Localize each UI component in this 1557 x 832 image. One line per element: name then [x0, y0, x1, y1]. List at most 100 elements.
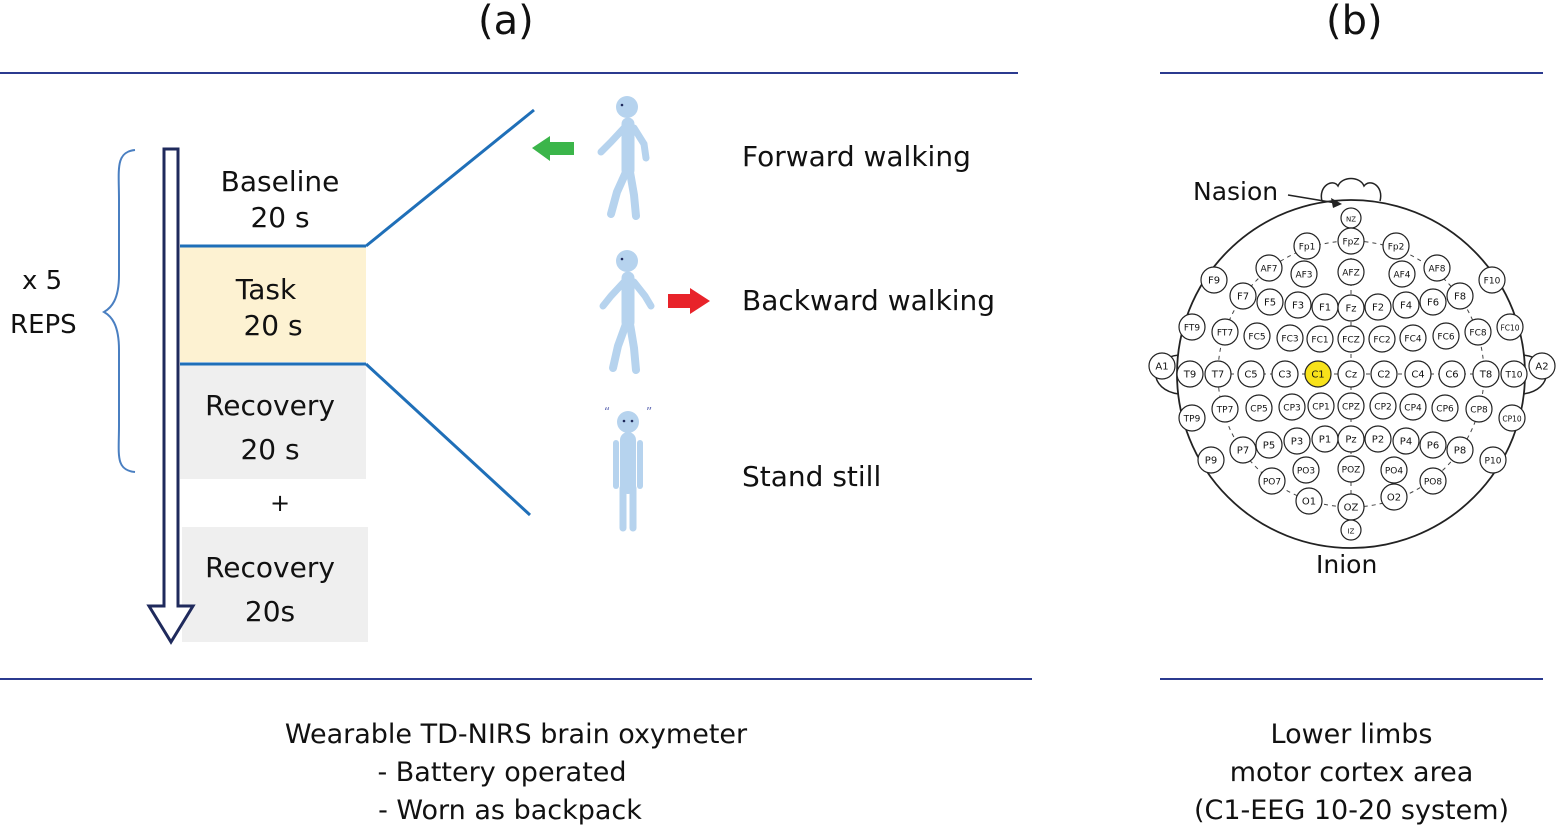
caption-b: Lower limbs motor cortex area (C1-EEG 10…: [1160, 716, 1543, 830]
electrode-p1: P1: [1311, 425, 1339, 453]
electrode-af3: AF3: [1290, 260, 1318, 288]
electrode-label: A1: [1155, 362, 1168, 373]
electrode-label: FC8: [1469, 329, 1486, 339]
electrode-f6: F6: [1419, 288, 1447, 316]
electrode-label: F9: [1208, 276, 1220, 287]
left-arrow-icon: [532, 136, 574, 161]
electrode-ft9: FT9: [1178, 313, 1206, 341]
electrode-fc3: FC3: [1276, 324, 1304, 352]
activity-backward: Backward walking: [742, 284, 996, 317]
electrode-label: CPZ: [1342, 403, 1360, 413]
electrode-a2: A2: [1528, 352, 1556, 380]
panel-b-label: (b): [1326, 0, 1383, 44]
electrode-label: F8: [1454, 292, 1466, 303]
electrode-fcz: FCZ: [1337, 325, 1365, 353]
electrode-label: PO7: [1263, 478, 1281, 488]
electrode-label: NZ: [1346, 216, 1356, 224]
electrode-label: CP1: [1312, 403, 1329, 413]
phase-name: Recovery: [205, 389, 335, 422]
electrode-label: FCZ: [1342, 336, 1360, 346]
caption-b-line2: motor cortex area: [1229, 757, 1474, 788]
electrode-po7: PO7: [1258, 467, 1286, 495]
electrode-label: FC1: [1311, 336, 1328, 346]
electrode-label: IZ: [1348, 528, 1355, 536]
electrode-f3: F3: [1284, 291, 1312, 319]
electrode-label: P10: [1485, 457, 1502, 467]
electrode-p6: P6: [1419, 431, 1447, 459]
walking-figure-icon: [599, 250, 655, 374]
electrode-label: OZ: [1344, 503, 1359, 514]
electrode-label: P3: [1291, 437, 1303, 448]
electrode-label: CP6: [1436, 405, 1454, 415]
electrode-p3: P3: [1283, 427, 1311, 455]
right-arrow-icon: [668, 288, 710, 314]
panel-a-label: (a): [478, 0, 534, 44]
electrode-label: C6: [1445, 370, 1458, 381]
reps-label: REPS: [10, 310, 77, 340]
electrode-fc4: FC4: [1399, 324, 1427, 352]
electrode-c4: C4: [1404, 360, 1432, 388]
svg-text:“: “: [604, 405, 610, 419]
electrode-label: FC3: [1281, 335, 1298, 345]
electrode-label: Cz: [1345, 370, 1357, 381]
electrode-label: Fz: [1345, 304, 1356, 315]
electrode-label: CP10: [1502, 415, 1522, 424]
electrode-label: F6: [1427, 298, 1439, 309]
electrode-label: F10: [1484, 277, 1501, 287]
electrode-p8: P8: [1446, 436, 1474, 464]
electrode-label: PO3: [1297, 467, 1315, 477]
electrode-fp1: Fp1: [1293, 232, 1321, 260]
electrode-af7: AF7: [1255, 254, 1283, 282]
electrode-f8: F8: [1446, 282, 1474, 310]
recovery-phase-2: Recovery 20s: [180, 546, 360, 634]
down-arrow-icon: [146, 147, 196, 645]
phase-name: Baseline: [220, 165, 340, 198]
electrode-label: T10: [1505, 371, 1523, 381]
electrode-o2: O2: [1380, 483, 1408, 511]
electrode-po8: PO8: [1419, 467, 1447, 495]
electrode-label: PO4: [1385, 467, 1404, 477]
electrode-cp3: CP3: [1278, 393, 1306, 421]
electrode-cp10: CP10: [1498, 404, 1526, 432]
electrode-label: FC2: [1373, 336, 1390, 346]
electrode-label: C3: [1278, 370, 1291, 381]
electrode-label: P5: [1263, 441, 1275, 452]
electrode-fc6: FC6: [1432, 322, 1460, 350]
electrode-fz: Fz: [1337, 294, 1365, 322]
connector-upper: [365, 108, 535, 248]
electrode-c1: C1: [1304, 360, 1332, 388]
electrode-label: P4: [1400, 437, 1412, 448]
electrode-label: CP2: [1374, 403, 1391, 413]
electrode-cp6: CP6: [1431, 394, 1459, 422]
electrode-label: C4: [1411, 370, 1424, 381]
electrode-f4: F4: [1392, 291, 1420, 319]
electrode-label: FpZ: [1342, 238, 1359, 248]
electrode-fp2: Fp2: [1382, 232, 1410, 260]
electrode-fc10: FC10: [1496, 313, 1524, 341]
phase-duration: 20s: [244, 595, 296, 628]
electrode-label: PO8: [1424, 478, 1443, 488]
caption-a-line1: Wearable TD-NIRS brain oxymeter: [284, 719, 748, 750]
electrode-label: CP5: [1250, 405, 1267, 415]
reps-count: x 5: [22, 266, 63, 296]
electrode-t7: T7: [1204, 360, 1232, 388]
task-box: [180, 246, 366, 362]
electrode-cpz: CPZ: [1337, 392, 1365, 420]
electrode-label: P1: [1319, 435, 1331, 446]
electrode-label: O2: [1387, 493, 1401, 504]
electrode-fc2: FC2: [1368, 325, 1396, 353]
electrode-fc8: FC8: [1464, 318, 1492, 346]
electrode-label: FC4: [1404, 335, 1421, 345]
electrode-cp4: CP4: [1399, 393, 1427, 421]
electrode-label: C5: [1244, 370, 1257, 381]
phase-name: Recovery: [205, 551, 335, 584]
electrode-label: P7: [1237, 446, 1249, 457]
electrode-label: CP3: [1283, 404, 1300, 414]
electrode-afz: AFZ: [1337, 258, 1365, 286]
electrode-f9: F9: [1200, 266, 1228, 294]
baseline-phase: Baseline 20 s: [190, 164, 370, 237]
electrode-label: T7: [1211, 370, 1224, 381]
electrode-label: Pz: [1345, 435, 1356, 446]
electrode-p4: P4: [1392, 427, 1420, 455]
electrode-cp1: CP1: [1307, 392, 1335, 420]
